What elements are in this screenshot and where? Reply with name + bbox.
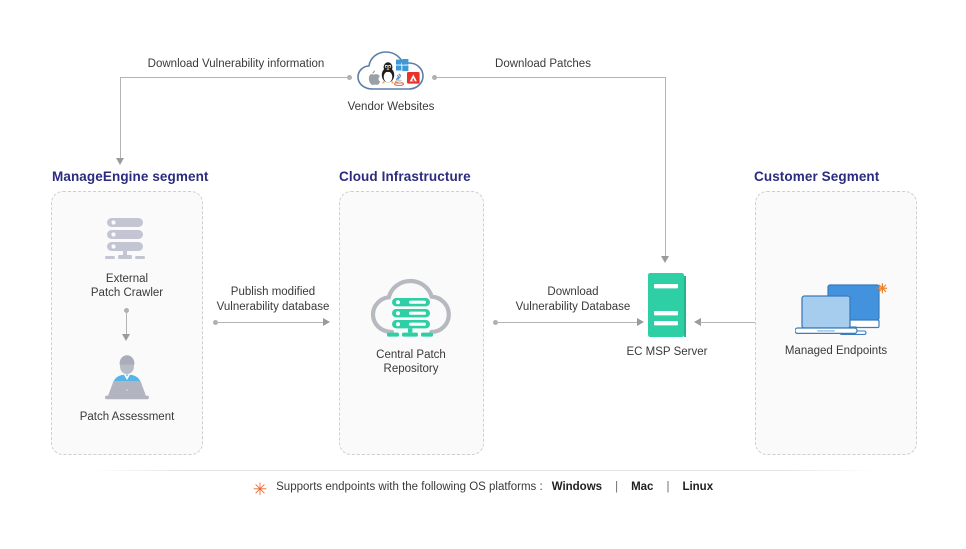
server-rack-icon [648,273,686,339]
footer-platform-mac: Mac [631,481,654,493]
footer-separator-2: | [666,481,670,493]
server-stack-icon [101,216,153,264]
edge-arrow-patches-end [661,256,669,263]
edge-line-vuln-db [496,322,639,323]
edge-arrow-endpoints-left [694,318,701,326]
node-label-ec-msp-server: EC MSP Server [626,346,708,358]
edge-line-crawler-assessment [126,310,127,338]
footer-divider [90,470,876,471]
asterisk-marker: ✳ [877,281,888,296]
edge-line-publish [216,322,325,323]
segment-title-cloud-infrastructure: Cloud Infrastructure [339,169,471,184]
edge-arrow-crawler-assessment-end [122,334,130,341]
edge-line-patches-horizontal [436,77,665,78]
edge-label-download-patches: Download Patches [495,58,591,70]
footer-separator-1: | [615,481,619,493]
node-label-managed-endpoints: Managed Endpoints [784,345,888,357]
monitor-laptop-icon: ✳ [794,281,888,337]
footer-platform-linux: Linux [682,481,714,493]
footer-text: Supports endpoints with the following OS… [276,481,543,493]
person-laptop-icon [100,352,154,402]
edge-dot-vuln-db-start [493,320,498,325]
edge-arrow-publish-end [323,318,330,326]
node-label-central-patch-repository: Central Patch Repository [376,349,446,375]
svg-text:✳: ✳ [877,283,887,296]
footer-platform-windows: Windows [551,481,603,493]
edge-line-server-endpoints [700,322,788,323]
asterisk-icon: ✳ [252,479,268,499]
cloud-server-icon [368,276,454,342]
edge-arrow-vuln-db-end [637,318,644,326]
edge-label-publish-modified: Publish modified Vulnerability database [216,286,330,313]
edge-line-patches-vertical [665,77,666,259]
edge-arrow-vuln-info-end [116,158,124,165]
edge-label-download-vuln-info: Download Vulnerability information [147,58,325,70]
vendor-cloud-icon [355,48,427,96]
segment-title-manageengine: ManageEngine segment [52,169,209,184]
edge-dot-publish-start [213,320,218,325]
edge-line-vuln-info-vertical [120,77,121,162]
node-label-patch-assessment: Patch Assessment [79,411,175,423]
footer-note: ✳ Supports endpoints with the following … [0,479,966,499]
node-label-vendor-websites: Vendor Websites [347,101,435,113]
edge-line-vuln-info-horizontal [120,77,350,78]
edge-label-download-vuln-db: Download Vulnerability Database [515,286,631,313]
segment-title-customer-segment: Customer Segment [754,169,880,184]
node-label-external-patch-crawler: External Patch Crawler [90,273,164,299]
edge-dot-patches-start [432,75,437,80]
